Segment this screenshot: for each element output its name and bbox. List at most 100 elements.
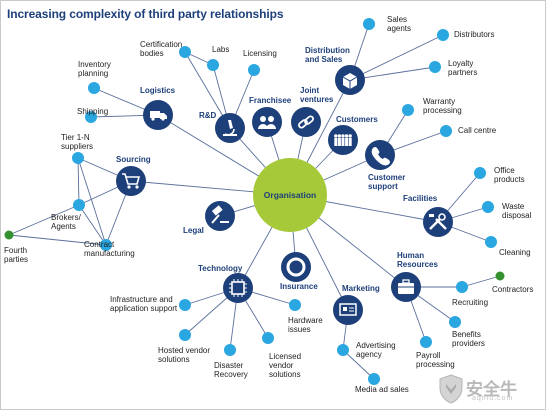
edge-tier1n-brokers (77, 157, 80, 206)
node-brokers-label: Agents (51, 222, 76, 231)
node-shipping (85, 111, 97, 123)
category-distribution-label: and Sales (305, 55, 343, 64)
category-legal (205, 201, 235, 231)
node-callcentre (440, 125, 452, 137)
node-loyalty (429, 61, 441, 73)
node-licensedvendor-label: Licensed (269, 352, 301, 361)
edge-contractmfg-fourth (8, 234, 107, 246)
node-fourth (4, 230, 14, 240)
category-sourcing (116, 166, 146, 196)
node-waste-label: disposal (502, 211, 532, 220)
node-tier1n-label: Tier 1-N (61, 133, 90, 142)
node-hosted-label: Hosted vendor (158, 346, 210, 355)
node-warranty (402, 104, 414, 116)
node-payroll-label: processing (416, 360, 455, 369)
category-customers-label: Customers (336, 115, 378, 124)
node-office-label: Office (494, 166, 515, 175)
watermark-text: 安全牛 (466, 380, 517, 400)
node-inventory-label: planning (78, 69, 108, 78)
node-contractmfg-label: Contract (84, 240, 115, 249)
nodes-layer (4, 18, 505, 385)
node-advertising (337, 344, 349, 356)
node-tier1n (72, 152, 84, 164)
watermark: 安全牛 aqniu.com (436, 374, 540, 406)
category-franchisee-circle (252, 107, 282, 137)
node-hardware (289, 299, 301, 311)
shield-logo-icon (439, 374, 463, 404)
node-infra-label: application support (110, 304, 178, 313)
node-waste-label: Waste (502, 202, 525, 211)
edge-brokers-contractmfg (78, 204, 107, 246)
node-hosted (179, 329, 191, 341)
organisation-hub (253, 158, 327, 232)
node-licensedvendor-label: solutions (269, 370, 301, 379)
category-custsupport-label: Customer (368, 173, 405, 182)
node-fourth-label: Fourth (4, 246, 27, 255)
node-infra-label: Infrastructure and (110, 295, 173, 304)
node-salesagents-label: Sales (387, 15, 407, 24)
category-legal-label: Legal (183, 226, 204, 235)
category-insurance (281, 252, 311, 282)
category-joint-label: Joint (300, 86, 319, 95)
category-sourcing-label: Sourcing (116, 155, 151, 164)
category-joint-circle (291, 107, 321, 137)
node-waste (482, 201, 494, 213)
node-recruiting (456, 281, 468, 293)
node-brokers (73, 199, 85, 211)
node-fourth-label: parties (4, 255, 28, 264)
category-custsupport-circle (365, 140, 395, 170)
node-payroll-label: Payroll (416, 351, 441, 360)
node-brokers-label: Brokers/ (51, 213, 82, 222)
briefcase-icon (398, 279, 414, 294)
phone-icon (371, 147, 390, 166)
node-hardware-label: issues (288, 325, 311, 334)
node-contractors (495, 271, 505, 281)
node-salesagents (363, 18, 375, 30)
diagram-title: Increasing complexity of third party rel… (7, 7, 284, 21)
crowd-icon (334, 134, 352, 146)
node-benefits (449, 316, 461, 328)
node-shipping-label: Shipping (77, 107, 108, 116)
watermark-subtext: aqniu.com (472, 395, 514, 402)
category-marketing-label: Marketing (342, 284, 380, 293)
node-certification-label: Certification (140, 40, 182, 49)
category-distribution-label: Distribution (305, 46, 350, 55)
node-office-label: products (494, 175, 525, 184)
lifebuoy-icon (286, 257, 306, 277)
microscope-icon (223, 120, 237, 136)
category-technology (223, 273, 253, 303)
category-logistics-label: Logistics (140, 86, 176, 95)
node-disaster-label: Recovery (214, 370, 248, 379)
billboard-icon (339, 303, 357, 316)
labels-layer: OrganisationLogisticsR&DFranchiseeJointv… (4, 15, 533, 394)
tools-icon (429, 213, 447, 230)
node-labs (207, 59, 219, 71)
node-callcentre-label: Call centre (458, 126, 497, 135)
category-facilities-label: Facilities (403, 194, 438, 203)
node-distributors-label: Distributors (454, 30, 494, 39)
node-loyalty-label: Loyalty (448, 59, 473, 68)
category-technology-label: Technology (198, 264, 243, 273)
node-licensedvendor-label: vendor (269, 361, 294, 370)
category-technology-circle (223, 273, 253, 303)
edge-brokers-fourth (8, 204, 80, 236)
node-payroll (420, 336, 432, 348)
category-legal-circle (205, 201, 235, 231)
category-franchisee-label: Franchisee (249, 96, 292, 105)
category-sourcing-circle (116, 166, 146, 196)
node-contractmfg-label: manufacturing (84, 249, 135, 258)
node-licensing (248, 64, 260, 76)
node-office (474, 167, 486, 179)
category-distribution (335, 65, 365, 95)
node-tier1n-label: suppliers (61, 142, 93, 151)
node-licensedvendor (262, 332, 274, 344)
category-hr-label: Resources (397, 260, 438, 269)
category-customers (328, 125, 358, 155)
node-hardware-label: Hardware (288, 316, 323, 325)
category-hr-label: Human (397, 251, 424, 260)
node-benefits-label: Benefits (452, 330, 481, 339)
node-advertising-label: agency (356, 350, 382, 359)
category-custsupport-label: support (368, 182, 398, 191)
category-insurance-label: Insurance (280, 282, 318, 291)
